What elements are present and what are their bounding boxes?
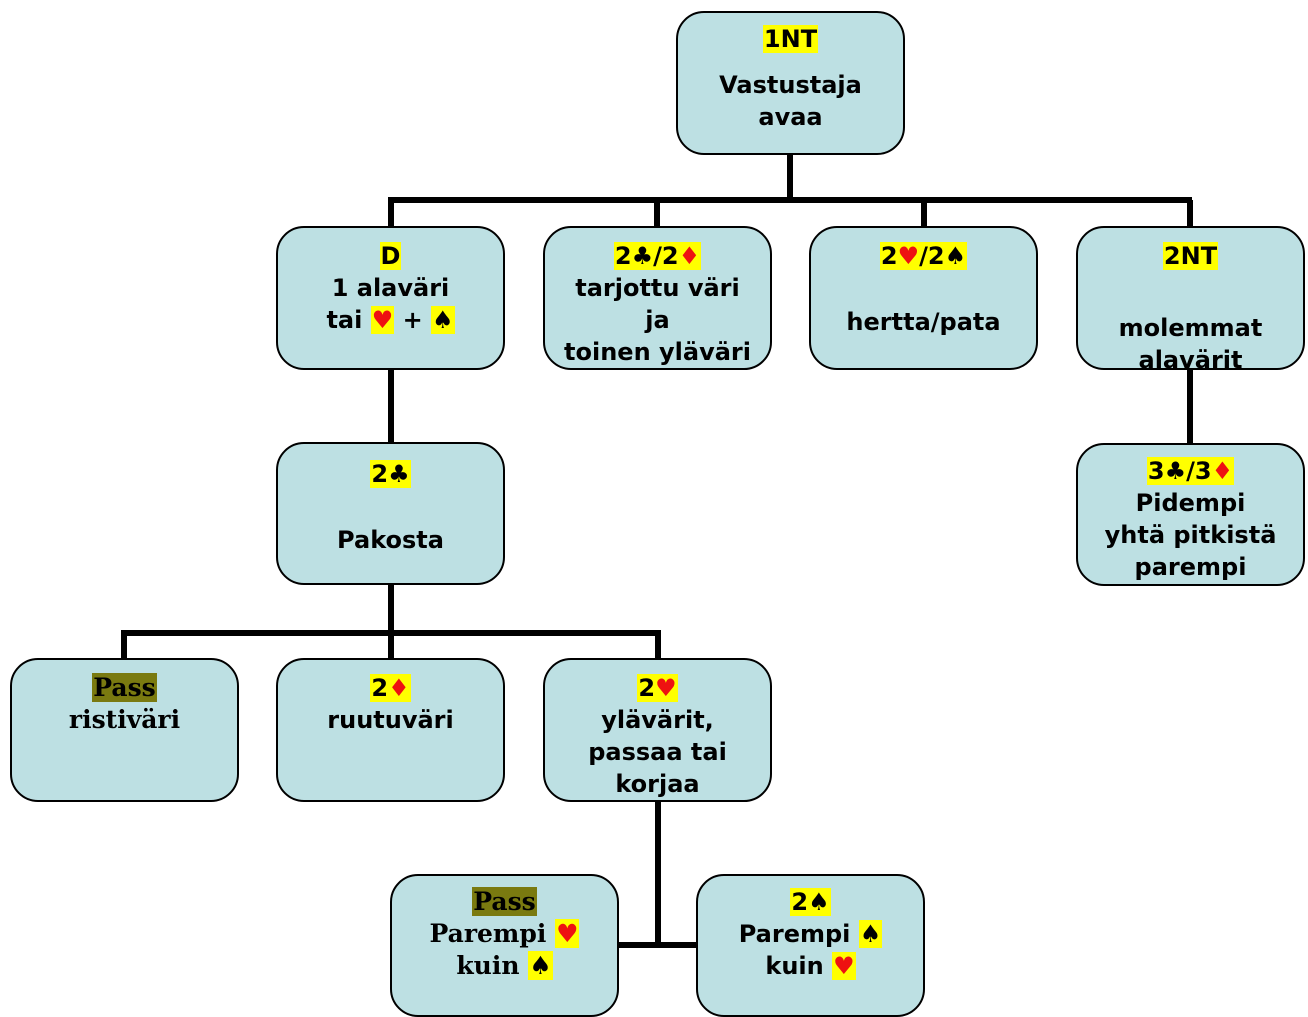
node-double-text: 1 alaväri [331,274,450,302]
heart-icon: ♥ [655,674,677,702]
bid-2nt: 2NT [1162,242,1219,270]
bid-pass: Pass [92,673,157,702]
node-2nt: 2NT molemmat alavärit [1076,226,1305,370]
bid-level: 2 [661,242,679,270]
node-1nt: 1NT Vastustaja avaa [676,11,905,155]
node-double-tai: tai [326,306,363,334]
diamond-icon: ♦ [388,674,410,702]
node-2nt-text: alavärit [1138,346,1243,370]
spade-icon: ♠ [858,920,883,948]
node-1nt-text: avaa [758,103,823,131]
spade-icon: ♠ [528,951,553,980]
club-icon: ♣ [1164,457,1187,485]
node-3c-3d-text: parempi [1134,553,1247,581]
node-2h-text: passaa tai [588,738,727,766]
bid-level: 3 [1147,457,1165,485]
bid-level: 2 [371,460,389,488]
bid-level: 2 [927,242,945,270]
spade-icon: ♠ [944,242,967,270]
heart-icon: ♥ [832,952,856,980]
bid-level: 2 [638,674,656,702]
club-icon: ♣ [388,460,410,488]
node-2h-text: korjaa [615,770,700,798]
heart-icon: ♥ [370,306,395,334]
spade-icon: ♠ [808,888,830,916]
club-icon: ♣ [631,242,654,270]
node-2s-text: kuin [765,952,824,980]
bid-level: 3 [1194,457,1212,485]
node-1nt-text: Vastustaja [719,71,862,99]
node-pass-clubs: Pass ristiväri [10,658,239,802]
node-2h: 2♥ ylävärit, passaa tai korjaa [543,658,772,802]
slash: / [919,242,928,270]
node-pass-hearts-text: kuin [456,951,520,980]
node-2d: 2♦ ruutuväri [276,658,505,802]
plus-sign: + [402,306,423,334]
bid-level: 2 [371,674,389,702]
slash: / [1186,457,1195,485]
slash: / [653,242,662,270]
node-2h-2s: 2♥/2♠ hertta/pata [809,226,1038,370]
bid-pass: Pass [472,887,537,916]
bid-level: 2 [614,242,632,270]
node-pass-hearts-text: Parempi [429,919,547,948]
bid-double: D [379,242,402,270]
node-2h-text: ylävärit, [601,706,714,734]
node-3c-3d-text: yhtä pitkistä [1104,521,1277,549]
node-2c-2d-text: ja [645,306,670,334]
node-2c-relay: 2♣ Pakosta [276,442,505,585]
heart-icon: ♥ [555,919,580,948]
heart-icon: ♥ [897,242,920,270]
node-2h-2s-text: hertta/pata [846,308,1001,336]
bid-level: 2 [791,888,809,916]
node-2d-text: ruutuväri [327,706,454,734]
bid-1nt: 1NT [762,25,819,53]
diamond-icon: ♦ [1211,457,1234,485]
node-3c-3d: 3♣/3♦ Pidempi yhtä pitkistä parempi [1076,443,1305,586]
node-2s: 2♠ Parempi ♠ kuin ♥ [696,874,925,1017]
diamond-icon: ♦ [678,242,701,270]
bid-level: 2 [880,242,898,270]
node-pass-clubs-text: ristiväri [68,705,181,734]
node-2c-2d-text: tarjottu väri [575,274,740,302]
node-2nt-text: molemmat [1118,314,1263,342]
spade-icon: ♠ [431,306,455,334]
node-3c-3d-text: Pidempi [1135,489,1246,517]
node-pass-hearts: Pass Parempi ♥ kuin ♠ [390,874,619,1017]
node-double: D 1 alaväri tai ♥ + ♠ [276,226,505,370]
node-2s-text: Parempi [738,920,851,948]
node-2c-relay-text: Pakosta [337,526,444,554]
node-2c-2d: 2♣/2♦ tarjottu väri ja toinen yläväri [543,226,772,370]
node-2c-2d-text: toinen yläväri [564,338,751,366]
